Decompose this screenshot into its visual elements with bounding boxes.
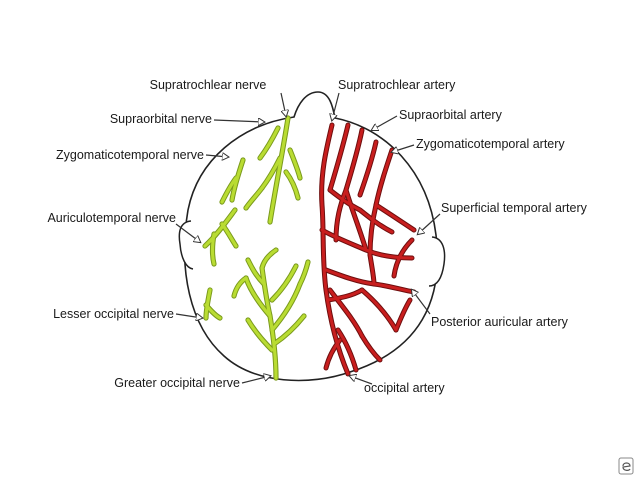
arrow-pointer-icon	[280, 92, 286, 116]
label-auriculotemporal-nerve: Auriculotemporal nerve	[47, 211, 176, 225]
label-zygomaticotemporal-nerve: Zygomaticotemporal nerve	[56, 148, 204, 162]
arrow-pointer-icon	[175, 314, 202, 318]
pointer-arrows	[175, 92, 441, 385]
slide-logo-icon	[618, 457, 634, 475]
label-supratrochlear-nerve: Supratrochlear nerve	[150, 78, 267, 92]
label-lesser-occipital-nerve: Lesser occipital nerve	[53, 307, 174, 321]
label-supratrochlear-artery: Supratrochlear artery	[338, 78, 456, 92]
arrow-pointer-icon	[241, 376, 270, 384]
label-occipital-artery: occipital artery	[364, 381, 445, 395]
artery-branches	[319, 122, 417, 377]
arrow-pointer-icon	[412, 290, 431, 315]
label-supraorbital-artery: Supraorbital artery	[399, 108, 503, 122]
left-ear	[178, 220, 194, 270]
label-supraorbital-nerve: Supraorbital nerve	[110, 112, 212, 126]
arrow-pointer-icon	[332, 92, 340, 120]
nerve-branches	[202, 115, 311, 381]
label-superficial-temporal-artery: Superficial temporal artery	[441, 201, 588, 215]
arrow-pointer-icon	[213, 120, 264, 122]
label-greater-occipital-nerve: Greater occipital nerve	[114, 376, 240, 390]
labels: Supratrochlear nerve Supraorbital nerve …	[47, 78, 587, 395]
label-zygomaticotemporal-artery: Zygomaticotemporal artery	[416, 137, 565, 151]
arrow-pointer-icon	[175, 223, 200, 242]
arrow-pointer-icon	[350, 376, 373, 385]
right-ear	[428, 236, 446, 287]
arrow-pointer-icon	[392, 144, 415, 152]
arrow-pointer-icon	[418, 213, 441, 234]
arrow-pointer-icon	[205, 155, 228, 157]
head-outline	[183, 91, 439, 382]
arrow-pointer-icon	[372, 115, 398, 130]
label-posterior-auricular-artery: Posterior auricular artery	[431, 315, 569, 329]
